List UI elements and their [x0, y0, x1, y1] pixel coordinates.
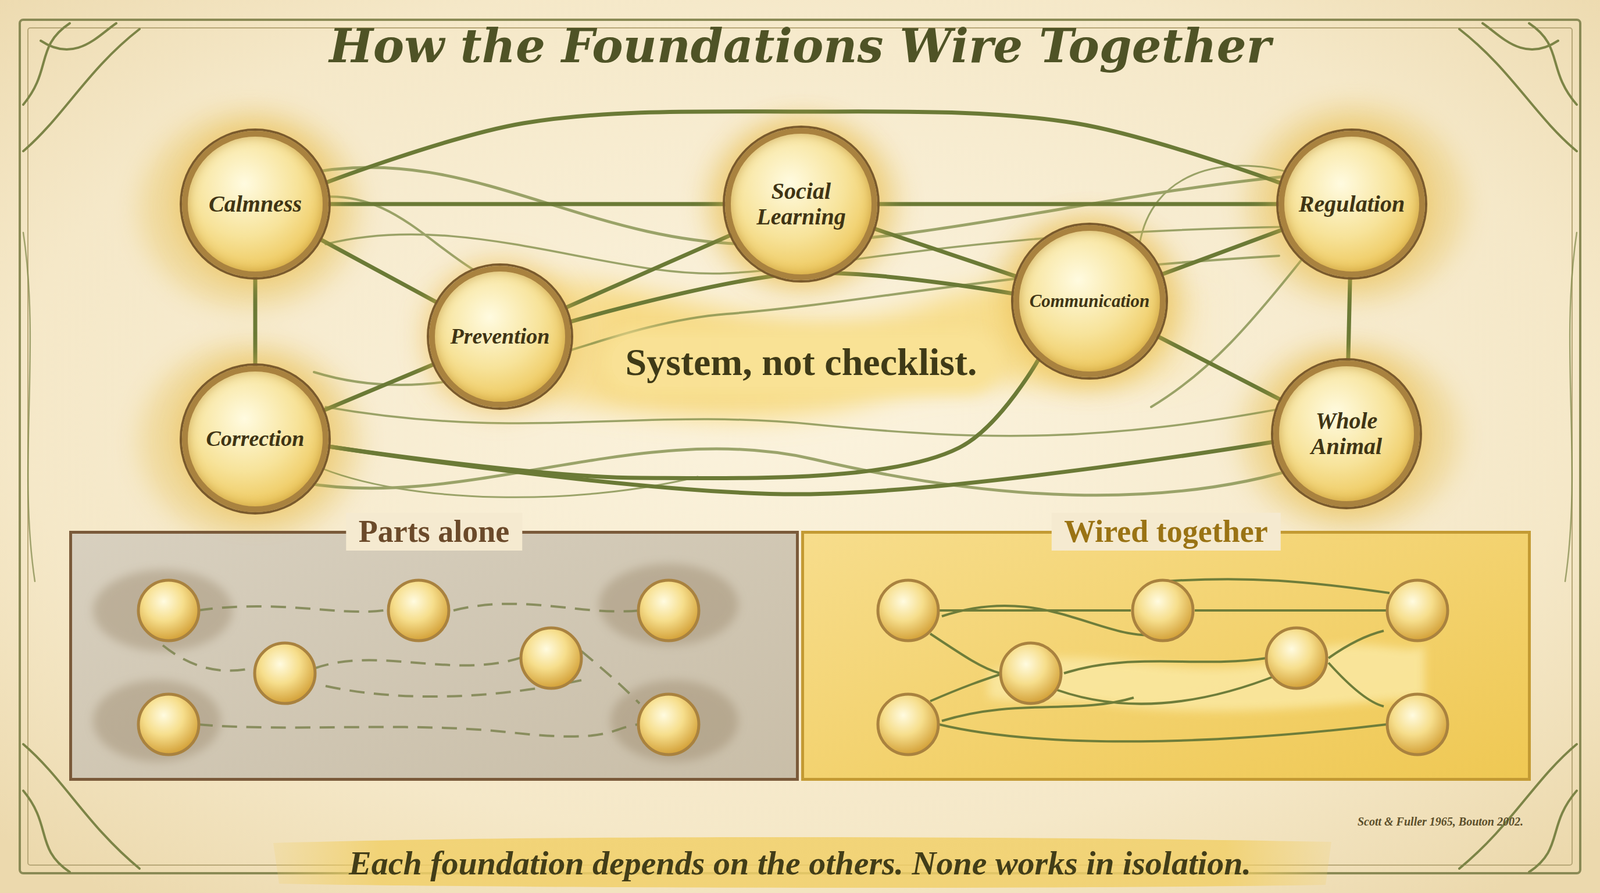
right-panel-illustration: [941, 605, 1163, 636]
right-panel-illustration: [938, 724, 1387, 742]
right-panel-illustration: [930, 674, 1000, 702]
connector-wire: [326, 441, 1275, 495]
left-panel-illustration: [598, 563, 739, 646]
node-label: Regulation: [1298, 191, 1405, 217]
connector-wire: [876, 201, 1280, 206]
panel-heading: Parts alone: [345, 512, 523, 551]
watercolor-blots: [1238, 343, 1460, 530]
title: How the Foundations Wire Together: [329, 18, 1271, 74]
left-panel-illustration: [138, 694, 199, 755]
connector-wire: [568, 272, 1015, 323]
connector-wire: [318, 238, 439, 304]
right-panel-illustration: [930, 579, 1390, 742]
node-label: Calmness: [208, 191, 302, 217]
right-panel-illustration: [801, 530, 1531, 781]
right-panel-illustration: [1328, 630, 1384, 659]
left-panel-illustration: [638, 694, 699, 755]
connector-wire: [253, 276, 258, 367]
left-panel-illustration: [197, 606, 384, 612]
parchment: [27, 27, 1573, 866]
decorative-wires: [302, 165, 1314, 498]
right-panel-illustration: [877, 580, 1448, 755]
left-panel-illustration: [69, 530, 799, 781]
node-label: Social Learning: [745, 178, 857, 230]
left-panel-illustration: [254, 643, 316, 704]
node-label: Prevention: [450, 324, 550, 349]
right-panel-illustration: [1266, 627, 1327, 689]
watercolor-blots: [139, 104, 1466, 541]
connector-wire: [321, 363, 436, 412]
foundation-circle: Communication: [1013, 225, 1166, 378]
decorative-wires: [325, 406, 1291, 437]
right-panel-illustration: [877, 694, 939, 755]
foundation-circle: Social Learning: [725, 127, 877, 280]
corner-vines: [23, 23, 140, 152]
right-panel-illustration: [1046, 674, 1280, 705]
left-panel-illustration: [313, 656, 524, 669]
connector-wire: [327, 201, 727, 206]
watercolor-blots: [703, 116, 902, 291]
left-panel-illustration: [69, 530, 799, 781]
caption-brush: [273, 837, 1332, 888]
connector-wire: [872, 227, 1019, 278]
panel-heading: Wired together: [1051, 512, 1281, 551]
corner-vines: [1459, 23, 1577, 152]
left-panel-illustration: [388, 580, 449, 641]
left-panel-illustration: [138, 580, 199, 641]
left-panel-illustration: [93, 569, 233, 652]
comparison-panel: Parts alone: [69, 530, 799, 781]
right-panel-illustration: [877, 580, 939, 641]
left-panel-illustration: [197, 724, 640, 737]
left-panel-illustration: [581, 651, 640, 704]
node-label: Whole Animal: [1294, 408, 1399, 460]
comparison-panel: Wired together: [801, 530, 1531, 781]
watercolor-blots: [139, 343, 361, 541]
foundation-circle: Regulation: [1278, 130, 1425, 278]
left-panel-illustration: [520, 627, 582, 689]
connector-wire: [1155, 335, 1282, 401]
left-panel-illustration: [638, 580, 699, 641]
left-panel-illustration: [453, 604, 640, 612]
node-label: Correction: [206, 426, 305, 452]
foundation-circle: Prevention: [429, 265, 571, 408]
caption: Each foundation depends on the others. N…: [348, 843, 1252, 883]
foundation-circle: Whole Animal: [1273, 360, 1420, 507]
watercolor-blots: [139, 110, 361, 309]
foundation-circle: Calmness: [181, 130, 329, 278]
right-panel-illustration: [1328, 662, 1384, 707]
left-panel-illustration: [138, 580, 699, 755]
connector-wire: [1159, 229, 1285, 275]
right-panel-illustration: [1132, 580, 1194, 641]
left-panel-illustration: [93, 680, 221, 762]
left-panel-illustration: [162, 645, 250, 671]
right-panel-illustration: [930, 633, 1000, 674]
right-panel-illustration: [1387, 580, 1448, 641]
citation-note: Scott & Fuller 1965, Bouton 2002.: [1357, 815, 1524, 829]
corner-vines: [23, 23, 1577, 873]
right-panel-illustration: [801, 530, 1531, 781]
decorative-wires: [302, 448, 1309, 496]
node-label: Communication: [1029, 291, 1150, 312]
right-panel-illustration: [1387, 694, 1448, 755]
left-panel-illustration: [93, 563, 739, 762]
right-panel-illustration: [1162, 579, 1390, 594]
center-label: System, not checklist.: [611, 337, 992, 387]
foundation-circle: Correction: [181, 365, 329, 513]
connector-wire: [563, 234, 733, 309]
connector-wire: [1348, 276, 1350, 362]
parchment: [19, 19, 1581, 874]
caption-brush: [273, 837, 1332, 888]
right-panel-illustration: [1063, 658, 1267, 674]
right-panel-illustration: [1000, 643, 1062, 704]
